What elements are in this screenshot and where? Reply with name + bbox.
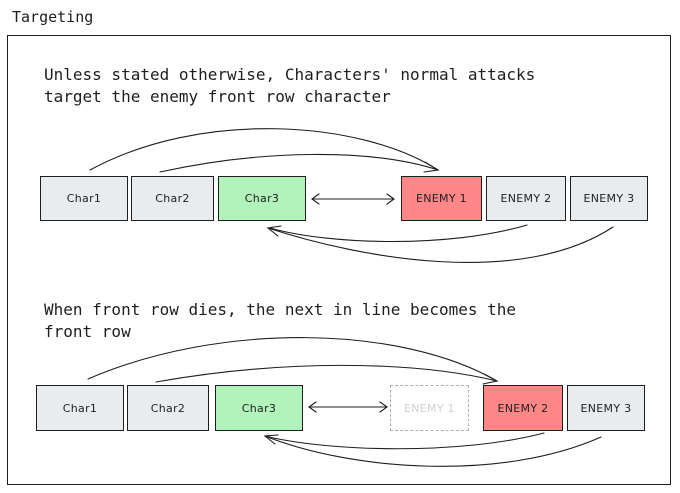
arrowhead-enemy2-top <box>482 373 499 385</box>
section1-description: Unless stated otherwise, Characters' nor… <box>44 65 536 106</box>
section1-char3-box: Char3 <box>218 176 306 221</box>
arrow-char1-to-enemy1 <box>89 128 439 171</box>
double-arrowhead-left-2 <box>308 401 317 413</box>
section1-enemy1-box: ENEMY 1 <box>401 176 482 221</box>
section2-char2-box: Char2 <box>127 385 209 431</box>
section1-char1-box: Char1 <box>40 176 128 221</box>
arrowhead-char3-bottom-1 <box>266 225 282 237</box>
section2-enemy3-box: ENEMY 3 <box>567 385 645 431</box>
frame-title: Targeting <box>12 8 94 26</box>
arrow-char2-to-enemy2 <box>155 364 498 383</box>
arrow-enemy3-to-char3 <box>267 226 614 263</box>
arrow-char1-to-enemy2 <box>87 337 498 382</box>
diagram-frame <box>7 35 671 485</box>
section2-enemy1-dead-box: ENEMY 1 <box>390 385 469 431</box>
section2-char3-box: Char3 <box>215 385 303 431</box>
arrow-char2-to-enemy1 <box>159 153 439 173</box>
arrowhead-char3-bottom-2 <box>263 434 279 445</box>
arrowhead-enemy1-top <box>423 161 440 173</box>
section2-enemy2-box: ENEMY 2 <box>483 385 563 431</box>
section1-char2-box: Char2 <box>131 176 214 221</box>
arrow-enemy3-to-char3 <box>264 435 602 467</box>
double-arrowhead-right-1 <box>386 193 395 205</box>
section1-enemy2-box: ENEMY 2 <box>486 176 566 221</box>
arrow-enemy2-to-char3 <box>264 432 545 450</box>
section1-enemy3-box: ENEMY 3 <box>570 176 648 221</box>
section2-char1-box: Char1 <box>36 385 124 431</box>
double-arrowhead-right-2 <box>379 401 388 413</box>
double-arrowhead-left-1 <box>311 193 320 205</box>
arrow-enemy2-to-char3 <box>269 224 528 242</box>
section2-description: When front row dies, the next in line be… <box>44 300 517 341</box>
